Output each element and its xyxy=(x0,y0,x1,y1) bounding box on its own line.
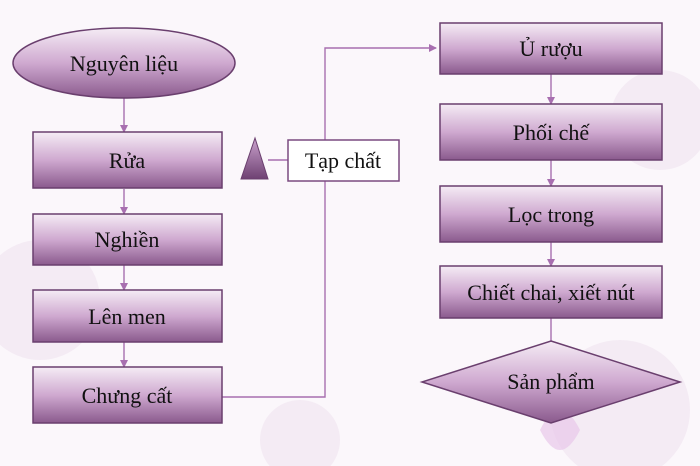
node-grind-label: Nghiền xyxy=(95,227,160,252)
node-bottling-label: Chiết chai, xiết nút xyxy=(467,280,634,305)
node-product: Sản phẩm xyxy=(419,340,683,424)
node-impurities-label: Tạp chất xyxy=(305,148,381,173)
node-distill: Chưng cất xyxy=(32,366,223,424)
triangle-icon xyxy=(240,136,269,180)
node-wash-label: Rửa xyxy=(109,148,146,173)
node-raw-material: Nguyên liệu xyxy=(12,27,236,99)
node-bottling: Chiết chai, xiết nút xyxy=(439,265,663,319)
node-grind: Nghiền xyxy=(32,213,223,266)
node-clarify: Lọc trong xyxy=(439,185,663,243)
node-distill-label: Chưng cất xyxy=(82,383,173,408)
node-raw-material-label: Nguyên liệu xyxy=(70,51,178,76)
node-product-label: Sản phẩm xyxy=(507,369,594,394)
node-wine-aging: Ủ rượu xyxy=(439,22,663,75)
connector-distill-to-aging xyxy=(222,44,437,398)
node-ferment-label: Lên men xyxy=(88,304,166,329)
node-wine-aging-label: Ủ rượu xyxy=(519,36,582,61)
node-ferment: Lên men xyxy=(32,289,223,343)
node-blend-label: Phối chế xyxy=(513,120,591,145)
node-blend: Phối chế xyxy=(439,103,663,161)
node-impurities: Tạp chất xyxy=(287,139,400,182)
node-clarify-label: Lọc trong xyxy=(508,202,594,227)
node-wash: Rửa xyxy=(32,131,223,189)
